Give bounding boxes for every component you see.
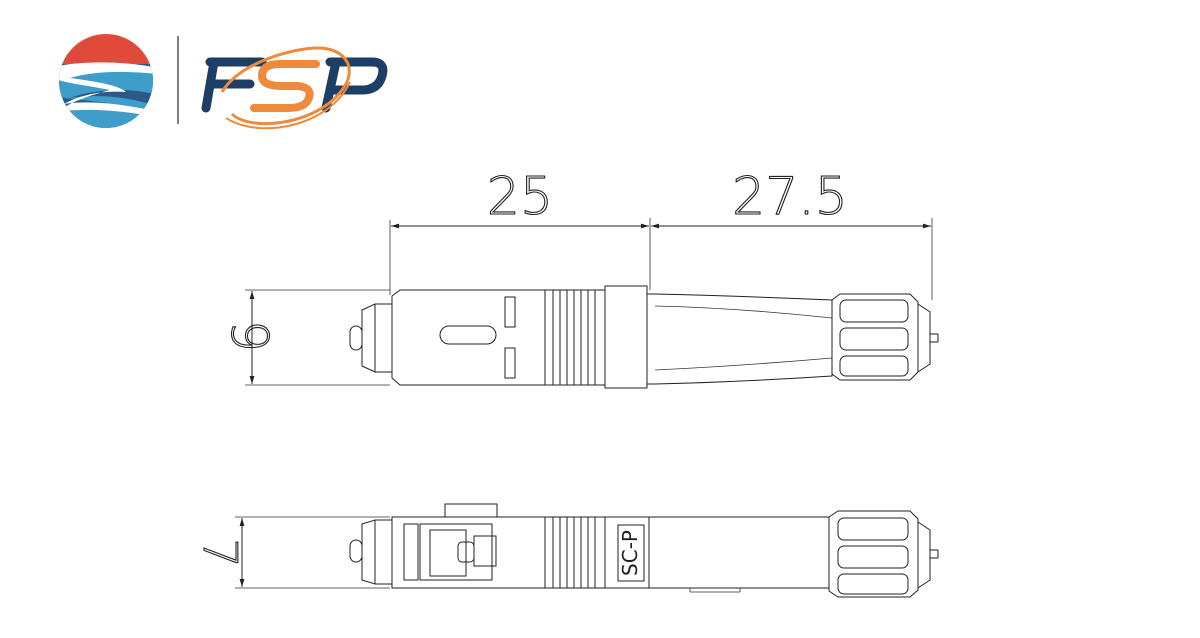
top-dimensions: 25 27.5: [389, 166, 933, 300]
connector-side-view: 7 SC-P: [192, 503, 939, 598]
dim-label-27-5: 27.5: [732, 167, 848, 227]
logo-wordmark-fsp: [201, 46, 388, 130]
dim-label-7: 7: [193, 538, 247, 567]
part-label-sc-p: SC-P: [618, 530, 642, 576]
connector-top-view: 9: [219, 285, 939, 389]
dim-label-25: 25: [487, 167, 553, 227]
fsp-logo: [59, 34, 388, 130]
dim-label-9: 9: [220, 320, 278, 352]
